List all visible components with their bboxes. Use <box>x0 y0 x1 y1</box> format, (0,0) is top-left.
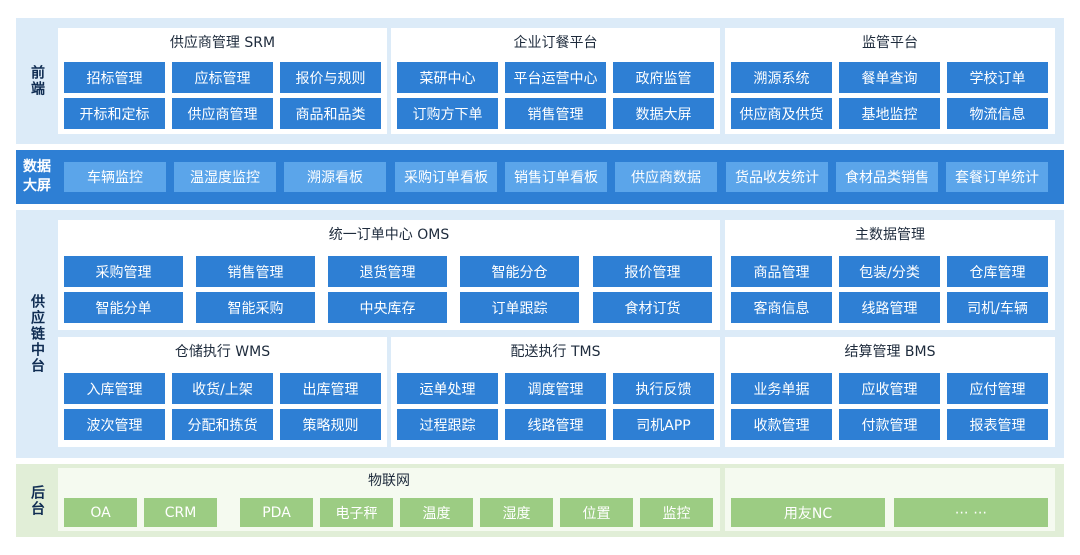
wms-module[interactable]: 分配和拣货 <box>172 409 273 440</box>
tms-module[interactable]: 执行反馈 <box>613 373 714 404</box>
oms-module[interactable]: 食材订货 <box>593 292 712 323</box>
srm-module[interactable]: 招标管理 <box>64 62 165 93</box>
tms-module[interactable]: 运单处理 <box>397 373 498 404</box>
ordering-module[interactable]: 订购方下单 <box>397 98 498 129</box>
backend-module[interactable]: CRM <box>144 498 217 527</box>
bms-title: 结算管理 BMS <box>844 344 936 360</box>
srm-module[interactable]: 应标管理 <box>172 62 273 93</box>
oms-module[interactable]: 退货管理 <box>328 256 447 287</box>
wms-module[interactable]: 出库管理 <box>280 373 381 404</box>
wms-module[interactable]: 入库管理 <box>64 373 165 404</box>
supervision-title: 监管平台 <box>862 35 918 51</box>
oms-panel: 统一订单中心 OMS 采购管理 销售管理 退货管理 智能分仓 报价管理 智能分单… <box>58 220 720 330</box>
erp-panel: 用友NC ⋯ ⋯ <box>725 468 1055 531</box>
backend-module[interactable]: ⋯ ⋯ <box>894 498 1048 527</box>
tms-module[interactable]: 调度管理 <box>505 373 606 404</box>
supervision-module[interactable]: 供应商及供货 <box>731 98 832 129</box>
backend-module[interactable]: 温度 <box>400 498 473 527</box>
tms-module[interactable]: 过程跟踪 <box>397 409 498 440</box>
iot-title: 物联网 <box>368 473 410 489</box>
iot-panel: 物联网 OA CRM PDA 电子秤 温度 湿度 位置 监控 <box>58 468 720 531</box>
data-screen-item[interactable]: 温湿度监控 <box>174 162 276 192</box>
srm-module[interactable]: 开标和定标 <box>64 98 165 129</box>
master-data-module[interactable]: 司机/车辆 <box>947 292 1048 323</box>
backend-module[interactable]: OA <box>64 498 137 527</box>
backend-layer-label: 后台 <box>29 484 45 517</box>
supervision-module[interactable]: 餐单查询 <box>839 62 940 93</box>
tms-panel: 配送执行 TMS 运单处理 调度管理 执行反馈 过程跟踪 线路管理 司机APP <box>391 337 720 447</box>
bms-module[interactable]: 付款管理 <box>839 409 940 440</box>
front-layer: 前端 供应商管理 SRM 招标管理 应标管理 报价与规则 开标和定标 供应商管理… <box>16 18 1064 144</box>
bms-module[interactable]: 收款管理 <box>731 409 832 440</box>
bms-module[interactable]: 业务单据 <box>731 373 832 404</box>
ordering-title: 企业订餐平台 <box>513 35 598 51</box>
master-data-module[interactable]: 线路管理 <box>839 292 940 323</box>
ordering-module[interactable]: 平台运营中心 <box>505 62 606 93</box>
master-data-module[interactable]: 商品管理 <box>731 256 832 287</box>
master-data-title: 主数据管理 <box>855 227 925 243</box>
oms-module[interactable]: 报价管理 <box>593 256 712 287</box>
data-screen-item[interactable]: 供应商数据 <box>615 162 717 192</box>
tms-module[interactable]: 线路管理 <box>505 409 606 440</box>
oms-module[interactable]: 智能采购 <box>196 292 315 323</box>
supervision-panel: 监管平台 溯源系统 餐单查询 学校订单 供应商及供货 基地监控 物流信息 <box>725 28 1055 134</box>
srm-module[interactable]: 商品和品类 <box>280 98 381 129</box>
bms-panel: 结算管理 BMS 业务单据 应收管理 应付管理 收款管理 付款管理 报表管理 <box>725 337 1055 447</box>
ordering-module[interactable]: 政府监管 <box>613 62 714 93</box>
master-data-module[interactable]: 客商信息 <box>731 292 832 323</box>
backend-module[interactable]: 位置 <box>560 498 633 527</box>
bms-module[interactable]: 应收管理 <box>839 373 940 404</box>
ordering-module[interactable]: 菜研中心 <box>397 62 498 93</box>
oms-module[interactable]: 智能分仓 <box>460 256 579 287</box>
data-screen-item[interactable]: 食材品类销售 <box>836 162 938 192</box>
backend-module[interactable]: 用友NC <box>731 498 885 527</box>
data-screen-layer-label: 数据 大屏 <box>23 159 51 194</box>
ordering-module[interactable]: 销售管理 <box>505 98 606 129</box>
data-screen-item[interactable]: 溯源看板 <box>284 162 386 192</box>
supervision-module[interactable]: 学校订单 <box>947 62 1048 93</box>
supervision-module[interactable]: 基地监控 <box>839 98 940 129</box>
ordering-panel: 企业订餐平台 菜研中心 平台运营中心 政府监管 订购方下单 销售管理 数据大屏 <box>391 28 720 134</box>
backend-module[interactable]: PDA <box>240 498 313 527</box>
srm-module[interactable]: 供应商管理 <box>172 98 273 129</box>
wms-module[interactable]: 收货/上架 <box>172 373 273 404</box>
master-data-module[interactable]: 包装/分类 <box>839 256 940 287</box>
data-screen-layer: 数据 大屏 车辆监控 温湿度监控 溯源看板 采购订单看板 销售订单看板 供应商数… <box>16 150 1064 204</box>
bms-module[interactable]: 应付管理 <box>947 373 1048 404</box>
srm-panel: 供应商管理 SRM 招标管理 应标管理 报价与规则 开标和定标 供应商管理 商品… <box>58 28 387 134</box>
backend-module[interactable]: 电子秤 <box>320 498 393 527</box>
master-data-panel: 主数据管理 商品管理 包装/分类 仓库管理 客商信息 线路管理 司机/车辆 <box>725 220 1055 330</box>
front-layer-label: 前端 <box>29 65 45 97</box>
data-screen-item[interactable]: 货品收发统计 <box>726 162 828 192</box>
bms-module[interactable]: 报表管理 <box>947 409 1048 440</box>
oms-module[interactable]: 智能分单 <box>64 292 183 323</box>
data-screen-item[interactable]: 采购订单看板 <box>395 162 497 192</box>
backend-layer: 后台 物联网 OA CRM PDA 电子秤 温度 湿度 位置 监控 用友NC ⋯… <box>16 464 1064 537</box>
backend-module[interactable]: 湿度 <box>480 498 553 527</box>
oms-title: 统一订单中心 OMS <box>328 227 450 243</box>
srm-module[interactable]: 报价与规则 <box>280 62 381 93</box>
supply-chain-layer-label: 供应链中台 <box>29 294 45 374</box>
oms-module[interactable]: 中央库存 <box>328 292 447 323</box>
supervision-module[interactable]: 物流信息 <box>947 98 1048 129</box>
wms-module[interactable]: 策略规则 <box>280 409 381 440</box>
backend-module[interactable]: 监控 <box>640 498 713 527</box>
master-data-module[interactable]: 仓库管理 <box>947 256 1048 287</box>
tms-module[interactable]: 司机APP <box>613 409 714 440</box>
data-screen-item[interactable]: 套餐订单统计 <box>946 162 1048 192</box>
wms-title: 仓储执行 WMS <box>174 344 271 360</box>
wms-panel: 仓储执行 WMS 入库管理 收货/上架 出库管理 波次管理 分配和拣货 策略规则 <box>58 337 387 447</box>
tms-title: 配送执行 TMS <box>510 344 601 360</box>
oms-module[interactable]: 订单跟踪 <box>460 292 579 323</box>
supply-chain-layer: 供应链中台 统一订单中心 OMS 采购管理 销售管理 退货管理 智能分仓 报价管… <box>16 210 1064 458</box>
oms-module[interactable]: 采购管理 <box>64 256 183 287</box>
srm-title: 供应商管理 SRM <box>169 35 276 51</box>
supervision-module[interactable]: 溯源系统 <box>731 62 832 93</box>
data-screen-item[interactable]: 车辆监控 <box>64 162 166 192</box>
ordering-module[interactable]: 数据大屏 <box>613 98 714 129</box>
data-screen-item[interactable]: 销售订单看板 <box>505 162 607 192</box>
oms-module[interactable]: 销售管理 <box>196 256 315 287</box>
wms-module[interactable]: 波次管理 <box>64 409 165 440</box>
